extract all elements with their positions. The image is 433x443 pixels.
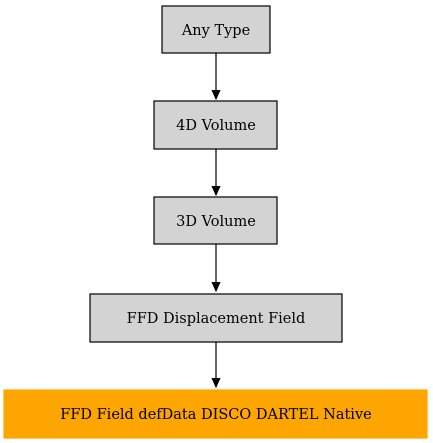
- node-any-type-box: [161, 5, 271, 54]
- node-ffd-field-defdata-label: FFD Field defData DISCO DARTEL Native: [60, 407, 371, 423]
- node-any-type-label: Any Type: [181, 23, 250, 39]
- node-ffd-displacement-field: FFD Displacement Field: [89, 293, 343, 343]
- node-ffd-field-defdata-box: [3, 389, 428, 439]
- node-any-type: Any Type: [161, 5, 271, 54]
- node-ffd-displacement-field-box: [89, 293, 343, 343]
- node-ffd-displacement-field-label: FFD Displacement Field: [127, 311, 306, 327]
- node-4d-volume-box: [153, 100, 278, 150]
- node-3d-volume-box: [153, 196, 278, 245]
- node-3d-volume-label: 3D Volume: [176, 214, 256, 230]
- node-4d-volume-label: 4D Volume: [176, 118, 256, 134]
- node-3d-volume: 3D Volume: [153, 196, 278, 245]
- node-4d-volume: 4D Volume: [153, 100, 278, 150]
- node-ffd-field-defdata: FFD Field defData DISCO DARTEL Native: [3, 389, 428, 439]
